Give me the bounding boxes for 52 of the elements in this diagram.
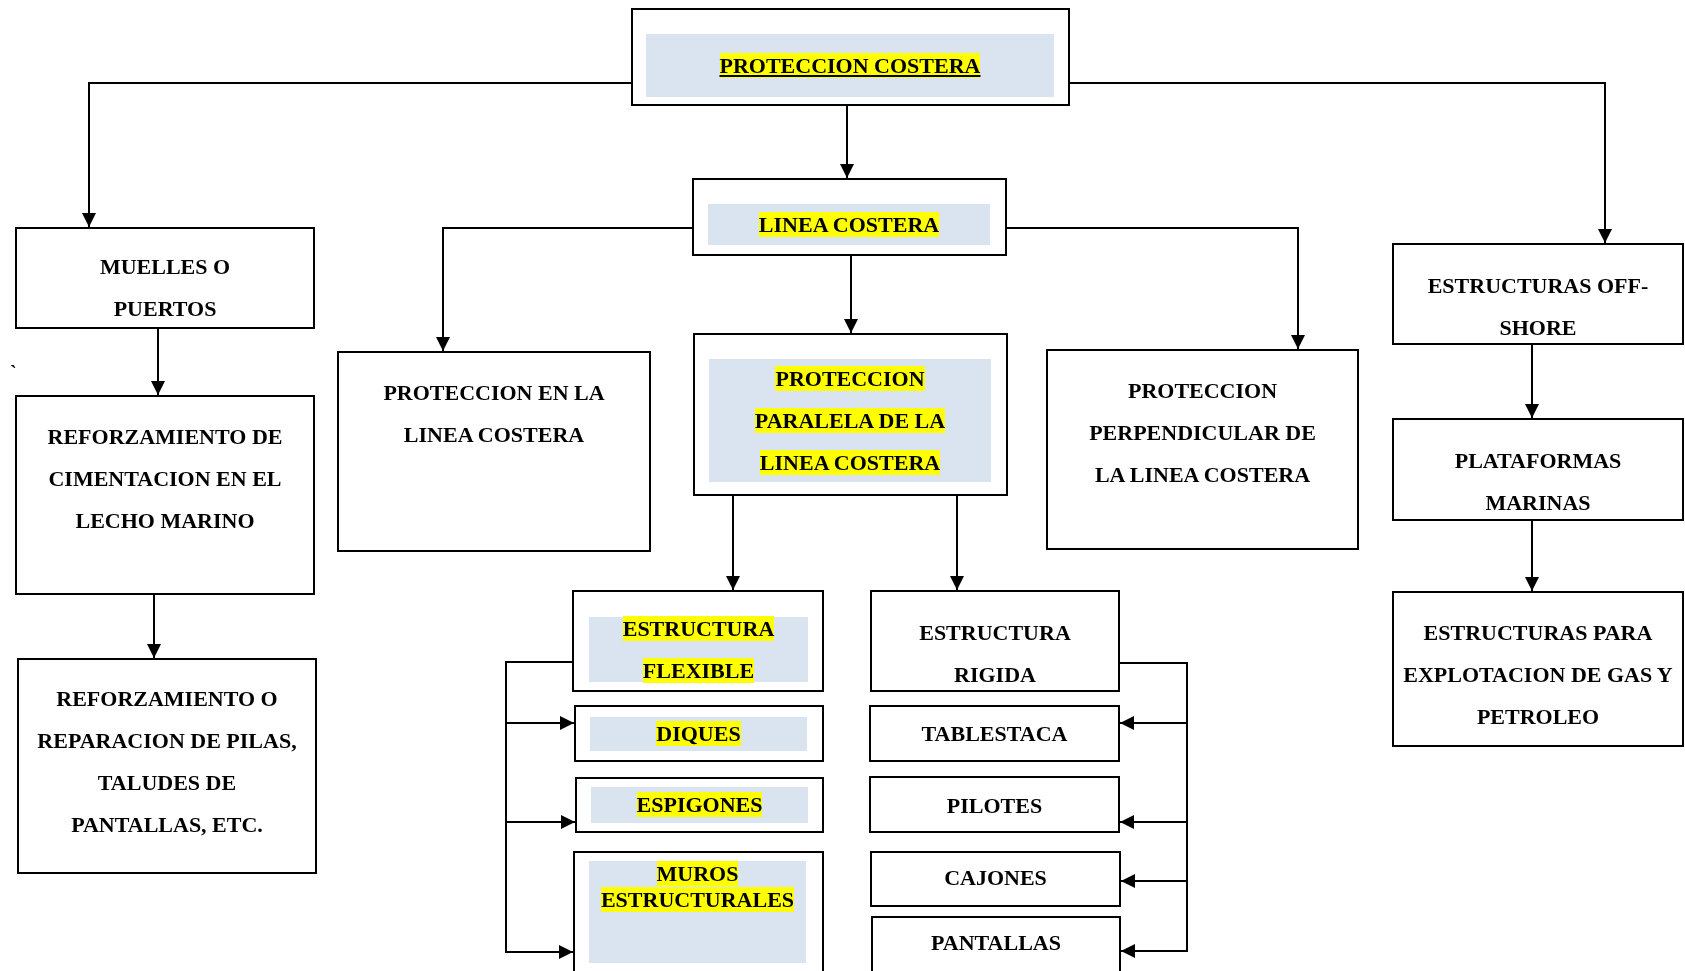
node-label: PROTECCION EN LA LINEA COSTERA (382, 379, 606, 449)
process-box (692, 178, 1007, 256)
node-label: PANTALLAS (930, 929, 1062, 957)
process-box (15, 395, 315, 595)
node-label: ESTRUCTURA RIGIDA (918, 619, 1072, 689)
arrow (1525, 344, 1539, 419)
node-label: CAJONES (943, 864, 1048, 892)
process-box (871, 916, 1121, 971)
process-box (17, 658, 317, 874)
arrow (436, 227, 693, 352)
arrow (147, 594, 161, 659)
process-box (337, 351, 651, 552)
node-label: PROTECCION PARALELA DE LA LINEA COSTERA (753, 364, 947, 477)
node-label: REFORZAMIENTO DE CIMENTACION EN EL LECHO MARINO (46, 423, 284, 535)
process-box (575, 777, 824, 833)
process-box (15, 227, 315, 329)
process-box (1392, 243, 1684, 345)
process-box (1392, 591, 1684, 747)
node-label: PROTECCION PERPENDICULAR DE LA LINEA COSTERA (1088, 377, 1317, 489)
process-box (693, 333, 1008, 496)
node-label: PLATAFORMAS MARINAS (1453, 447, 1623, 517)
node-label: MUROS ESTRUCTURALES (599, 861, 796, 913)
process-box (573, 851, 824, 971)
process-box (1046, 349, 1359, 550)
arrow (1069, 82, 1612, 244)
arrow (82, 82, 632, 228)
arrow (505, 661, 574, 959)
process-box (1392, 418, 1684, 521)
arrow (950, 495, 964, 591)
process-box (869, 705, 1120, 762)
arrow (151, 328, 165, 396)
node-label: ESTRUCTURAS OFF-SHORE (1426, 272, 1650, 342)
node-label: TABLESTACA (920, 720, 1069, 748)
node-label: ESTRUCTURAS PARA EXPLOTACION DE GAS Y PETROLEO (1402, 619, 1674, 731)
process-box (574, 705, 824, 762)
process-box (572, 590, 824, 692)
process-box (631, 8, 1070, 106)
node-label: PILOTES (945, 792, 1044, 820)
node-label: DIQUES (655, 720, 742, 748)
stray-mark: ` (10, 362, 17, 385)
node-label: MUELLES O PUERTOS (98, 253, 232, 323)
arrow (1006, 227, 1305, 350)
arrow (840, 105, 854, 179)
arrow (1525, 520, 1539, 592)
arrow (844, 255, 858, 334)
process-box (869, 776, 1120, 833)
node-label: REFORZAMIENTO O REPARACION DE PILAS, TALUDES DE PANTALLAS, ETC. (36, 685, 298, 839)
node-label: LINEA COSTERA (757, 210, 941, 239)
process-box (870, 590, 1120, 692)
node-label: ESPIGONES (635, 791, 764, 819)
arrow (726, 495, 740, 591)
process-box (870, 851, 1121, 907)
